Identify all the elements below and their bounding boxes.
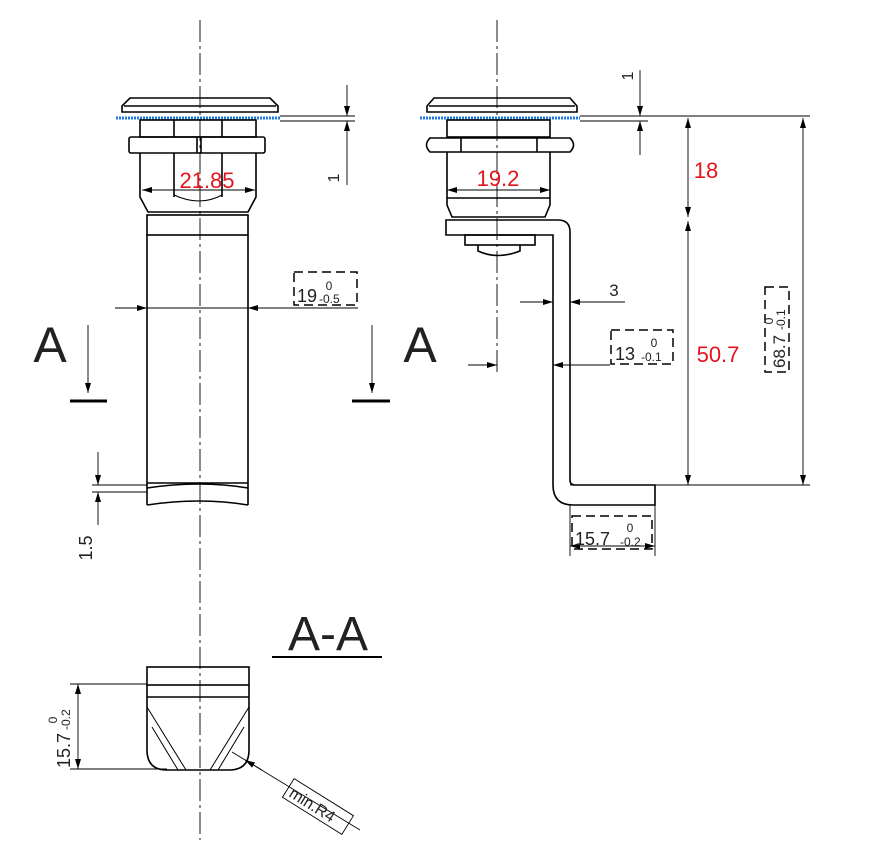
shaft bbox=[146, 235, 249, 505]
svg-text:68.7: 68.7 bbox=[770, 335, 789, 368]
svg-text:-0.1: -0.1 bbox=[774, 309, 788, 330]
hex-nut-right bbox=[425, 137, 575, 153]
svg-text:0: 0 bbox=[762, 317, 776, 324]
right-view: 19.2 1 18 50.7 68.7 0 -0.1 3 13 0 -0.1 bbox=[352, 20, 810, 556]
dim-section-height: 15.7 0 -0.2 bbox=[46, 709, 74, 768]
threaded-body bbox=[139, 153, 257, 213]
svg-text:-0.1: -0.1 bbox=[641, 350, 662, 364]
section-title: A-A bbox=[288, 608, 368, 661]
section-view: A-A 15.7 0 -0.2 min.R4 bbox=[46, 608, 382, 835]
cap-head bbox=[121, 97, 279, 113]
shaft-collar bbox=[146, 214, 249, 236]
svg-text:19: 19 bbox=[297, 286, 317, 306]
svg-text:0: 0 bbox=[46, 716, 60, 723]
dim-height-upper: 18 bbox=[694, 158, 718, 183]
dim-right-width: 19.2 bbox=[477, 166, 520, 191]
svg-text:15.7: 15.7 bbox=[54, 733, 74, 768]
radius-note: min.R4 bbox=[286, 785, 338, 826]
body-neck bbox=[139, 119, 257, 138]
dim-washer-left: 1 bbox=[326, 173, 343, 182]
cap-head-right bbox=[426, 97, 578, 113]
svg-text:-0.2: -0.2 bbox=[620, 535, 641, 549]
dim-cam-length: 15.7 0 -0.2 bbox=[575, 521, 641, 549]
svg-text:-0.2: -0.2 bbox=[59, 709, 73, 730]
dim-cam-offset: 13 0 -0.1 bbox=[615, 336, 662, 364]
dim-shaft-width: 19 0 -0.5 bbox=[297, 279, 340, 306]
svg-text:-0.5: -0.5 bbox=[319, 292, 340, 306]
hatched-section bbox=[146, 666, 250, 686]
section-mark-right: A bbox=[403, 317, 437, 373]
section-profile bbox=[146, 685, 250, 771]
svg-text:0: 0 bbox=[651, 336, 658, 350]
dim-height-lower: 50.7 bbox=[697, 342, 740, 367]
section-mark-left: A bbox=[33, 317, 67, 373]
svg-text:0: 0 bbox=[326, 279, 333, 293]
svg-text:0: 0 bbox=[627, 521, 634, 535]
dim-bottom-gap: 1.5 bbox=[76, 535, 96, 560]
left-view: 21.85 19 0 -0.5 1 1.5 A bbox=[33, 20, 358, 840]
dim-total-height: 68.7 0 -0.1 bbox=[762, 309, 789, 368]
dim-left-width: 21.85 bbox=[179, 168, 234, 193]
dim-cam-thickness: 3 bbox=[609, 281, 618, 300]
svg-text:13: 13 bbox=[615, 344, 635, 364]
dim-washer-right: 1 bbox=[620, 71, 637, 80]
svg-text:15.7: 15.7 bbox=[575, 529, 610, 549]
